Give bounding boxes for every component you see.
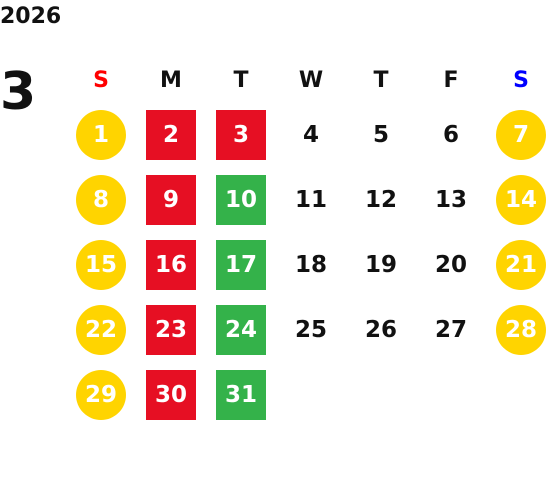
day-cell[interactable]: 21 — [486, 232, 548, 297]
day-cell[interactable]: 24 — [206, 297, 276, 362]
day-cell[interactable]: 16 — [136, 232, 206, 297]
day-cell[interactable]: 28 — [486, 297, 548, 362]
day-cell[interactable]: 8 — [66, 167, 136, 232]
day-square-marker: 2 — [146, 109, 196, 160]
day-number: 11 — [294, 186, 327, 213]
day-cell[interactable]: 4 — [276, 102, 346, 167]
day-square-marker: 30 — [146, 369, 196, 420]
day-cell[interactable]: 3 — [206, 102, 276, 167]
day-square-marker: 23 — [146, 304, 196, 355]
day-circle-marker: 21 — [496, 239, 546, 290]
day-cell[interactable]: 23 — [136, 297, 206, 362]
weekday-header: S — [93, 67, 109, 93]
day-square-marker: 3 — [216, 109, 266, 160]
day-circle-marker: 22 — [76, 304, 126, 355]
day-number: 6 — [442, 121, 459, 148]
day-cell[interactable]: 6 — [416, 102, 486, 167]
day-number: 25 — [294, 316, 327, 343]
day-cell[interactable]: 14 — [486, 167, 548, 232]
day-cell[interactable]: 10 — [206, 167, 276, 232]
weekday-header: S — [513, 67, 529, 93]
day-number: 13 — [434, 186, 467, 213]
day-cell[interactable]: 29 — [66, 362, 136, 427]
day-cell[interactable]: 19 — [346, 232, 416, 297]
day-number: 26 — [364, 316, 397, 343]
day-number: 12 — [364, 186, 397, 213]
day-number: 27 — [434, 316, 467, 343]
day-square-marker: 9 — [146, 174, 196, 225]
day-circle-marker: 7 — [496, 109, 546, 160]
day-square-marker: 17 — [216, 239, 266, 290]
day-cell[interactable]: 12 — [346, 167, 416, 232]
day-circle-marker: 1 — [76, 109, 126, 160]
day-cell[interactable]: 20 — [416, 232, 486, 297]
day-cell[interactable]: 26 — [346, 297, 416, 362]
month-number: 3 — [0, 62, 37, 122]
weekday-header: T — [233, 67, 249, 93]
day-number: 4 — [302, 121, 319, 148]
day-square-marker: 24 — [216, 304, 266, 355]
day-cell[interactable]: 5 — [346, 102, 416, 167]
day-cell[interactable]: 13 — [416, 167, 486, 232]
day-circle-marker: 15 — [76, 239, 126, 290]
day-cell[interactable]: 22 — [66, 297, 136, 362]
day-number: 20 — [434, 251, 467, 278]
weekday-header: T — [373, 67, 389, 93]
day-cell[interactable]: 25 — [276, 297, 346, 362]
day-cell[interactable]: 1 — [66, 102, 136, 167]
day-cell[interactable]: 30 — [136, 362, 206, 427]
day-square-marker: 16 — [146, 239, 196, 290]
day-cell[interactable]: 11 — [276, 167, 346, 232]
day-circle-marker: 29 — [76, 369, 126, 420]
day-number: 18 — [294, 251, 327, 278]
year-label: 2026 — [0, 4, 62, 29]
weekday-header: F — [443, 67, 459, 93]
day-cell[interactable]: 7 — [486, 102, 548, 167]
day-cell[interactable]: 2 — [136, 102, 206, 167]
day-number: 19 — [364, 251, 397, 278]
day-square-marker: 10 — [216, 174, 266, 225]
day-cell[interactable]: 15 — [66, 232, 136, 297]
day-cell[interactable]: 9 — [136, 167, 206, 232]
day-circle-marker: 28 — [496, 304, 546, 355]
day-square-marker: 31 — [216, 369, 266, 420]
day-cell[interactable]: 17 — [206, 232, 276, 297]
weekday-header: M — [160, 67, 182, 93]
day-circle-marker: 8 — [76, 174, 126, 225]
day-cell[interactable]: 31 — [206, 362, 276, 427]
day-circle-marker: 14 — [496, 174, 546, 225]
weekday-header: W — [298, 67, 324, 93]
day-cell[interactable]: 18 — [276, 232, 346, 297]
day-number: 5 — [372, 121, 389, 148]
day-cell[interactable]: 27 — [416, 297, 486, 362]
